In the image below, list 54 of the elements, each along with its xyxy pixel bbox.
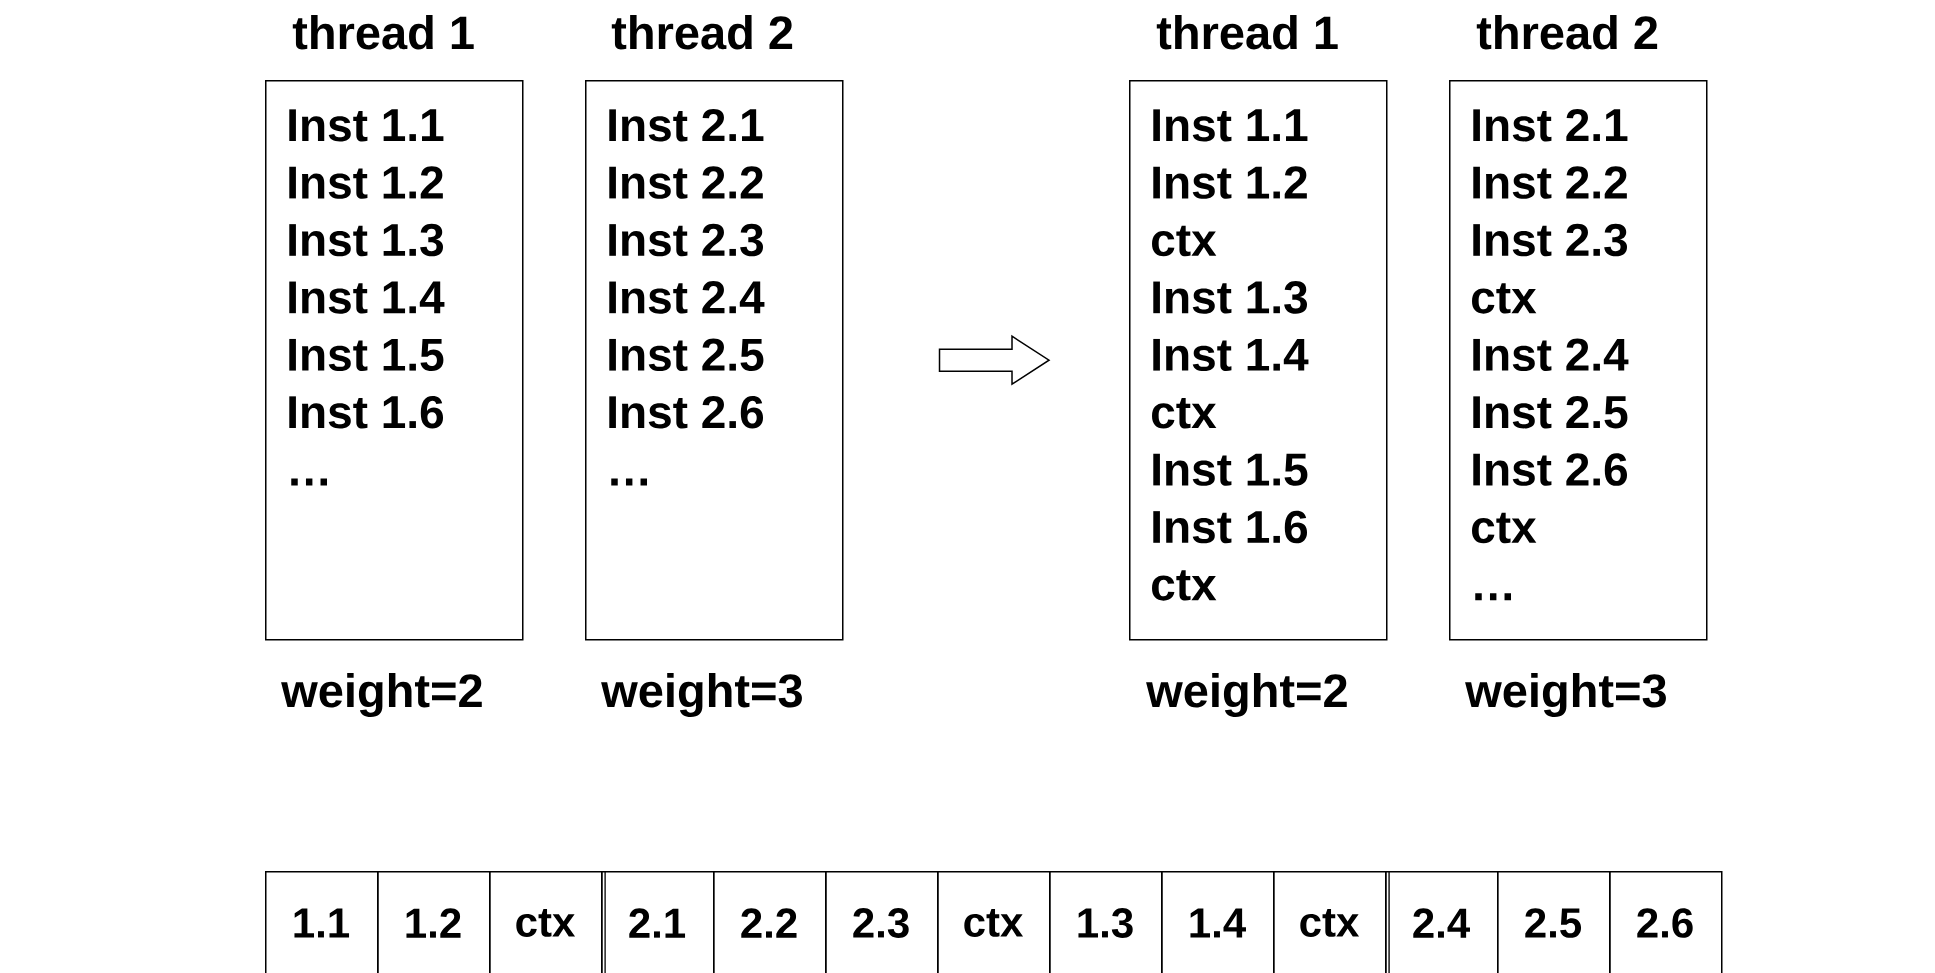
instruction-text: Inst 2.6 bbox=[609, 395, 763, 429]
instruction-text: Inst 1.5 bbox=[289, 338, 444, 372]
instruction-text: Inst 2.2 bbox=[609, 166, 763, 199]
instruction-text: Inst 1.1 bbox=[1153, 109, 1308, 142]
weight-label: weight=3 bbox=[1465, 672, 1666, 717]
instruction-text: Inst 2.2 bbox=[1473, 166, 1627, 199]
timeline-cell: ctx bbox=[1273, 871, 1387, 973]
instruction-text: Inst 1.2 bbox=[289, 166, 443, 199]
timeline-cell: 1.3 bbox=[1049, 871, 1163, 973]
instruction-text: Inst 2.3 bbox=[1473, 223, 1627, 257]
timeline-cell: 1.4 bbox=[1161, 871, 1275, 973]
weight-label: weight=2 bbox=[1146, 672, 1347, 717]
timeline-cell: 1.1 bbox=[265, 871, 379, 973]
instruction-text: Inst 1.6 bbox=[1153, 510, 1307, 544]
weight-label: weight=3 bbox=[601, 672, 802, 717]
instruction-text: Inst 1.4 bbox=[289, 281, 445, 314]
instruction-text: Inst 1.6 bbox=[289, 395, 443, 429]
timeline-cell: 1.2 bbox=[377, 871, 491, 973]
instruction-text: Inst 1.3 bbox=[289, 223, 443, 257]
thread-heading: thread 1 bbox=[1156, 14, 1338, 50]
instruction-text: Inst 2.4 bbox=[1473, 338, 1629, 372]
instruction-text: Inst 2.6 bbox=[1473, 453, 1627, 486]
instruction-text: Inst 1.3 bbox=[1153, 281, 1307, 314]
block-arrow bbox=[938, 334, 1051, 386]
instruction-text: Inst 1.2 bbox=[1153, 166, 1307, 199]
instruction-text: Inst 2.5 bbox=[609, 338, 764, 372]
thread-heading: thread 2 bbox=[1476, 14, 1658, 50]
instruction-text: … bbox=[1475, 593, 1511, 601]
instruction-text: Inst 2.1 bbox=[609, 108, 764, 142]
instruction-text: … bbox=[611, 478, 647, 486]
instruction-text: Inst 1.1 bbox=[289, 109, 444, 142]
instruction-text: Inst 2.3 bbox=[609, 223, 763, 257]
thread-heading: thread 2 bbox=[611, 14, 793, 50]
weight-label: weight=2 bbox=[281, 672, 482, 717]
thread-heading: thread 1 bbox=[292, 14, 474, 50]
instruction-text: ctx bbox=[1152, 225, 1217, 257]
timeline-cell: ctx bbox=[937, 871, 1051, 973]
instruction-text: ctx bbox=[1472, 512, 1537, 544]
instruction-text: Inst 1.5 bbox=[1153, 453, 1308, 486]
timeline-cell: 2.2 bbox=[713, 871, 827, 973]
instruction-text: … bbox=[291, 478, 327, 486]
instruction-text: Inst 1.4 bbox=[1153, 338, 1309, 372]
instruction-text: ctx bbox=[1152, 398, 1217, 429]
instruction-text: ctx bbox=[1152, 570, 1217, 601]
timeline-cell: 2.3 bbox=[825, 871, 939, 973]
timeline-cell: 2.5 bbox=[1497, 871, 1611, 973]
timeline-cell: 2.1 bbox=[601, 871, 715, 973]
timeline-cell: ctx bbox=[489, 871, 603, 973]
instruction-text: Inst 2.1 bbox=[1473, 108, 1628, 142]
timeline-cell: 2.4 bbox=[1385, 871, 1499, 973]
instruction-text: ctx bbox=[1472, 283, 1537, 314]
timeline-cell: 2.6 bbox=[1609, 871, 1723, 973]
instruction-text: Inst 2.5 bbox=[1473, 395, 1628, 429]
instruction-text: Inst 2.4 bbox=[609, 281, 765, 314]
